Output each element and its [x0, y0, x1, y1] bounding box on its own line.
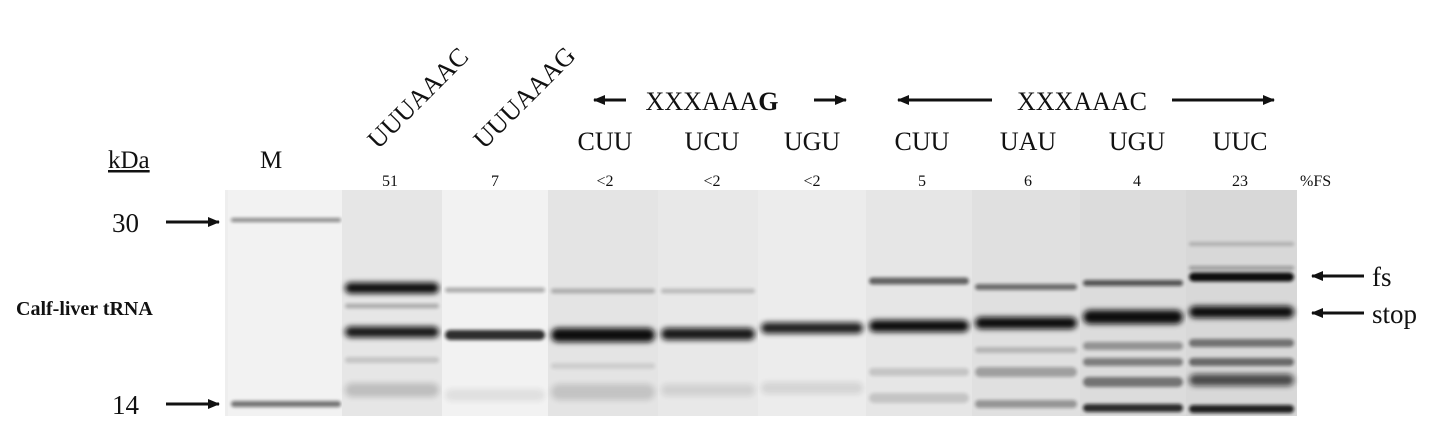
marker-label-14: 14 [112, 390, 140, 420]
gel-lane-3 [442, 190, 548, 416]
gel-band [661, 384, 755, 396]
gel-band [869, 320, 969, 332]
group-c-label: XXXAAAC [1017, 87, 1147, 116]
gel-band [1083, 404, 1183, 412]
fs-value-9: 23 [1232, 173, 1248, 190]
marker-lane-label: M [260, 147, 282, 174]
fs-value-1: 51 [382, 173, 398, 190]
gel-band [345, 282, 439, 294]
group-g-label: XXXAAAG [646, 87, 779, 116]
gel-band [869, 277, 969, 285]
gel-band [445, 330, 545, 340]
gel-band [345, 303, 439, 309]
gel-band [231, 401, 341, 407]
gel-band [345, 357, 439, 363]
gel-band [661, 288, 755, 294]
gel-band [1189, 358, 1294, 366]
gel-band [761, 322, 863, 334]
fs-value-5: <2 [803, 173, 820, 190]
gel-lane-6 [758, 190, 866, 416]
stop-band-label: stop [1372, 299, 1417, 329]
gel-band [1189, 266, 1294, 270]
gel-band [445, 287, 545, 293]
gel-lane-8 [972, 190, 1080, 416]
gel-lane-7 [866, 190, 972, 416]
gel-band [1083, 342, 1183, 350]
gel-band [1189, 242, 1294, 246]
fs-value-8: 4 [1133, 173, 1141, 190]
gel-band [1083, 358, 1183, 366]
gel-band [1083, 280, 1183, 286]
fs-band-label: fs [1372, 262, 1392, 292]
gel-band [445, 389, 545, 401]
fs-column-label: %FS [1300, 173, 1331, 190]
gel-band [345, 326, 439, 338]
codon-label-3: UGU [784, 127, 841, 156]
fs-value-3: <2 [596, 173, 613, 190]
gel-band [345, 383, 439, 397]
codon-label-6: UGU [1109, 127, 1166, 156]
gel-band [869, 368, 969, 376]
gel-lane-1 [228, 190, 344, 416]
gel-band [869, 393, 969, 403]
gel-band [975, 317, 1077, 329]
codon-label-1: CUU [578, 127, 633, 156]
gel-band [551, 363, 655, 369]
gel-band [1083, 377, 1183, 387]
gel-band [551, 384, 655, 400]
gel-band [975, 347, 1077, 353]
fs-value-6: 5 [918, 173, 926, 190]
gel-lane-5 [658, 190, 758, 416]
gel-band [1083, 310, 1183, 324]
gel-band [1189, 405, 1294, 413]
gel-band [1189, 339, 1294, 347]
control-lane-label-2: UUUAAAG [468, 41, 581, 154]
fs-value-4: <2 [703, 173, 720, 190]
gel-band [975, 367, 1077, 377]
gel-band [551, 328, 655, 342]
gel-band [551, 288, 655, 294]
codon-label-5: UAU [1000, 127, 1057, 156]
gel-band [1189, 272, 1294, 282]
gel-band [975, 284, 1077, 290]
control-lane-label-1: UUUAAAC [362, 42, 474, 154]
codon-label-7: UUC [1213, 127, 1268, 156]
group-header-c: XXXAAAC [897, 87, 1275, 116]
marker-label-30: 30 [112, 208, 139, 238]
codon-label-2: UCU [685, 127, 740, 156]
gel-band [1189, 306, 1294, 318]
gel-band [661, 328, 755, 340]
gel-lanes [228, 190, 1297, 416]
row-label: Calf-liver tRNA [16, 298, 153, 320]
gel-band [975, 400, 1077, 408]
gel-lane-4 [548, 190, 658, 416]
kda-label: kDa [108, 147, 150, 174]
fs-value-7: 6 [1024, 173, 1032, 190]
group-header-g: XXXAAAG [593, 87, 847, 116]
gel-band [231, 218, 341, 222]
gel-band [761, 382, 863, 394]
codon-label-4: CUU [895, 127, 950, 156]
gel-band [1189, 374, 1294, 386]
gel-lane-2 [342, 190, 442, 416]
fs-value-2: 7 [491, 173, 499, 190]
